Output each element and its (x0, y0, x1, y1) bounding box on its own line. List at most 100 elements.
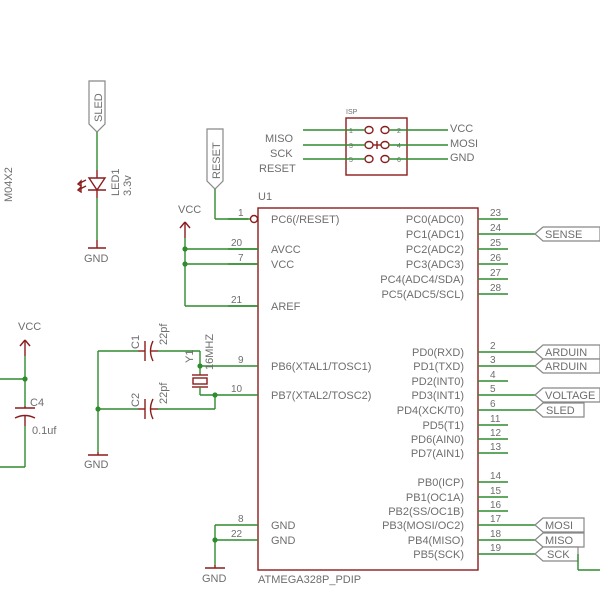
pin-name-pb2: PB2(SS/OC1B) (388, 506, 464, 518)
pin-name-pd1: PD1(TXD) (413, 361, 464, 373)
pin-num-20: 20 (231, 238, 243, 249)
c4-value: 0.1uf (32, 425, 57, 437)
pin-name-pd3: PD3(INT1) (411, 390, 464, 402)
pin-num-11: 11 (490, 414, 501, 425)
pin-num-22: 22 (231, 529, 243, 540)
sled-flag-text: SLED (93, 93, 105, 122)
vcc-arrow-top (179, 221, 191, 238)
junction-xtal2 (212, 392, 218, 398)
pin-name-pc4: PC4(ADC4/SDA) (380, 274, 464, 286)
led1-value: 3.3v (122, 175, 134, 196)
pin-name-pd6: PD6(AIN0) (411, 434, 464, 446)
pin-num-18: 18 (490, 529, 502, 540)
pin-num-14: 14 (490, 471, 502, 482)
u1-left-pins: 1 PC6(/RESET) 20 AVCC 7 VCC 21 AREF 9 PB… (231, 208, 371, 547)
pin-name-pc2: PC2(ADC2) (406, 244, 464, 256)
u1-body (257, 207, 479, 571)
pin-name-pc3: PC3(ADC3) (406, 259, 464, 271)
isp-reset-label: RESET (259, 163, 296, 175)
voltage-net-flag: VOLTAGE (534, 387, 600, 403)
vcc-label-c4: VCC (18, 321, 41, 333)
sled-net-flag-text: SLED (546, 405, 575, 417)
gnd-symbol-led (88, 240, 106, 249)
pin-num-15: 15 (490, 486, 502, 497)
y1-crystal (192, 374, 208, 388)
sense-net-flag: SENSE (534, 226, 600, 242)
c4-capacitor (14, 406, 36, 426)
sled-flag: SLED (88, 80, 106, 133)
pin-num-7: 7 (238, 253, 244, 264)
isp-mosi-label: MOSI (450, 138, 478, 150)
junction-avcc (182, 246, 188, 252)
isp-gnd-label: GND (450, 152, 475, 164)
pin-num-9: 9 (238, 355, 244, 366)
pin-name-pd5: PD5(T1) (422, 420, 464, 432)
gnd-label-caps: GND (84, 459, 109, 471)
c1-label: C1 (130, 335, 142, 349)
pin-num-26: 26 (490, 253, 502, 264)
pin-name-pb3: PB3(MOSI/OC2) (382, 520, 464, 532)
c2-value: 22pf (158, 382, 170, 404)
pin-name-pd0: PD0(RXD) (412, 347, 464, 359)
pin-name-pb1: PB1(OC1A) (406, 492, 464, 504)
gnd-symbol-caps (88, 452, 108, 456)
arduino-tx-flag-text: ARDUIN (545, 361, 587, 373)
pin-num-24: 24 (490, 223, 502, 234)
isp-pin-2: 2 (397, 128, 401, 135)
pin-num-25: 25 (490, 238, 502, 249)
isp-pin-5: 5 (349, 157, 353, 164)
voltage-flag-text: VOLTAGE (545, 390, 595, 402)
pin-name-aref: AREF (271, 301, 301, 313)
pin-num-16: 16 (490, 500, 502, 511)
gnd-label-u1: GND (202, 573, 227, 585)
c2-label: C2 (130, 393, 142, 407)
pin-name-pc5: PC5(ADC5/SCL) (381, 289, 464, 301)
isp-pin-6: 6 (397, 157, 401, 164)
pin-num-17: 17 (490, 514, 502, 525)
pin-num-10: 10 (231, 384, 243, 395)
pin-name-pc6: PC6(/RESET) (271, 214, 339, 226)
pin-num-6: 6 (490, 399, 496, 410)
y1-value: 16MHZ (204, 334, 216, 370)
led1-name: LED1 (110, 168, 122, 196)
pin-num-21: 21 (231, 295, 243, 306)
isp-pins (364, 125, 390, 164)
pin-name-vcc: VCC (271, 259, 294, 271)
isp-pin-3: 3 (349, 143, 353, 150)
u1-right-pins: PC0(ADC0) 23 PC1(ADC1) 24 PC2(ADC2) 25 P… (380, 208, 501, 561)
arduino-tx-net-flag: ARDUIN (534, 358, 600, 374)
isp-header-body (345, 117, 408, 176)
pin-name-gnd-22: GND (271, 535, 296, 547)
isp-sck-label: SCK (270, 148, 293, 160)
pin-num-19: 19 (490, 543, 502, 554)
gnd-symbol-u1 (205, 565, 225, 569)
sck-net-flag-text: SCK (547, 549, 570, 561)
pin-num-2: 2 (490, 341, 496, 352)
vcc-label-top: VCC (178, 204, 201, 216)
sense-flag-text: SENSE (545, 229, 582, 241)
mosi-net-flag: MOSI (534, 517, 585, 533)
u1-right-pin-stubs (478, 218, 508, 555)
gnd-label-led: GND (84, 253, 109, 265)
pin-name-avcc: AVCC (271, 244, 301, 256)
y1-label: Y1 (184, 350, 196, 363)
u1-chip-name: ATMEGA328P_PDIP (258, 574, 361, 586)
pin-num-13: 13 (490, 442, 502, 453)
junction-cap-gnd (95, 406, 101, 412)
pin-num-5: 5 (490, 384, 496, 395)
led1-symbol (76, 170, 107, 198)
c1-value: 22pf (158, 323, 170, 345)
pin-name-pd2: PD2(INT0) (411, 376, 464, 388)
pin-name-pb7: PB7(XTAL2/TOSC2) (271, 390, 371, 402)
junction-c4-vcc (22, 376, 28, 382)
c4-label: C4 (30, 397, 44, 409)
junction-vcc (182, 261, 188, 267)
c2-capacitor (138, 398, 158, 420)
vcc-arrow-c4 (19, 339, 31, 356)
pin-num-8: 8 (238, 514, 244, 525)
sled-net-flag: SLED (534, 402, 585, 418)
pin-name-pc0: PC0(ADC0) (406, 214, 464, 226)
pin-num-23: 23 (490, 208, 502, 219)
isp-miso-label: MISO (265, 133, 294, 145)
mosi-net-flag-text: MOSI (545, 520, 573, 532)
